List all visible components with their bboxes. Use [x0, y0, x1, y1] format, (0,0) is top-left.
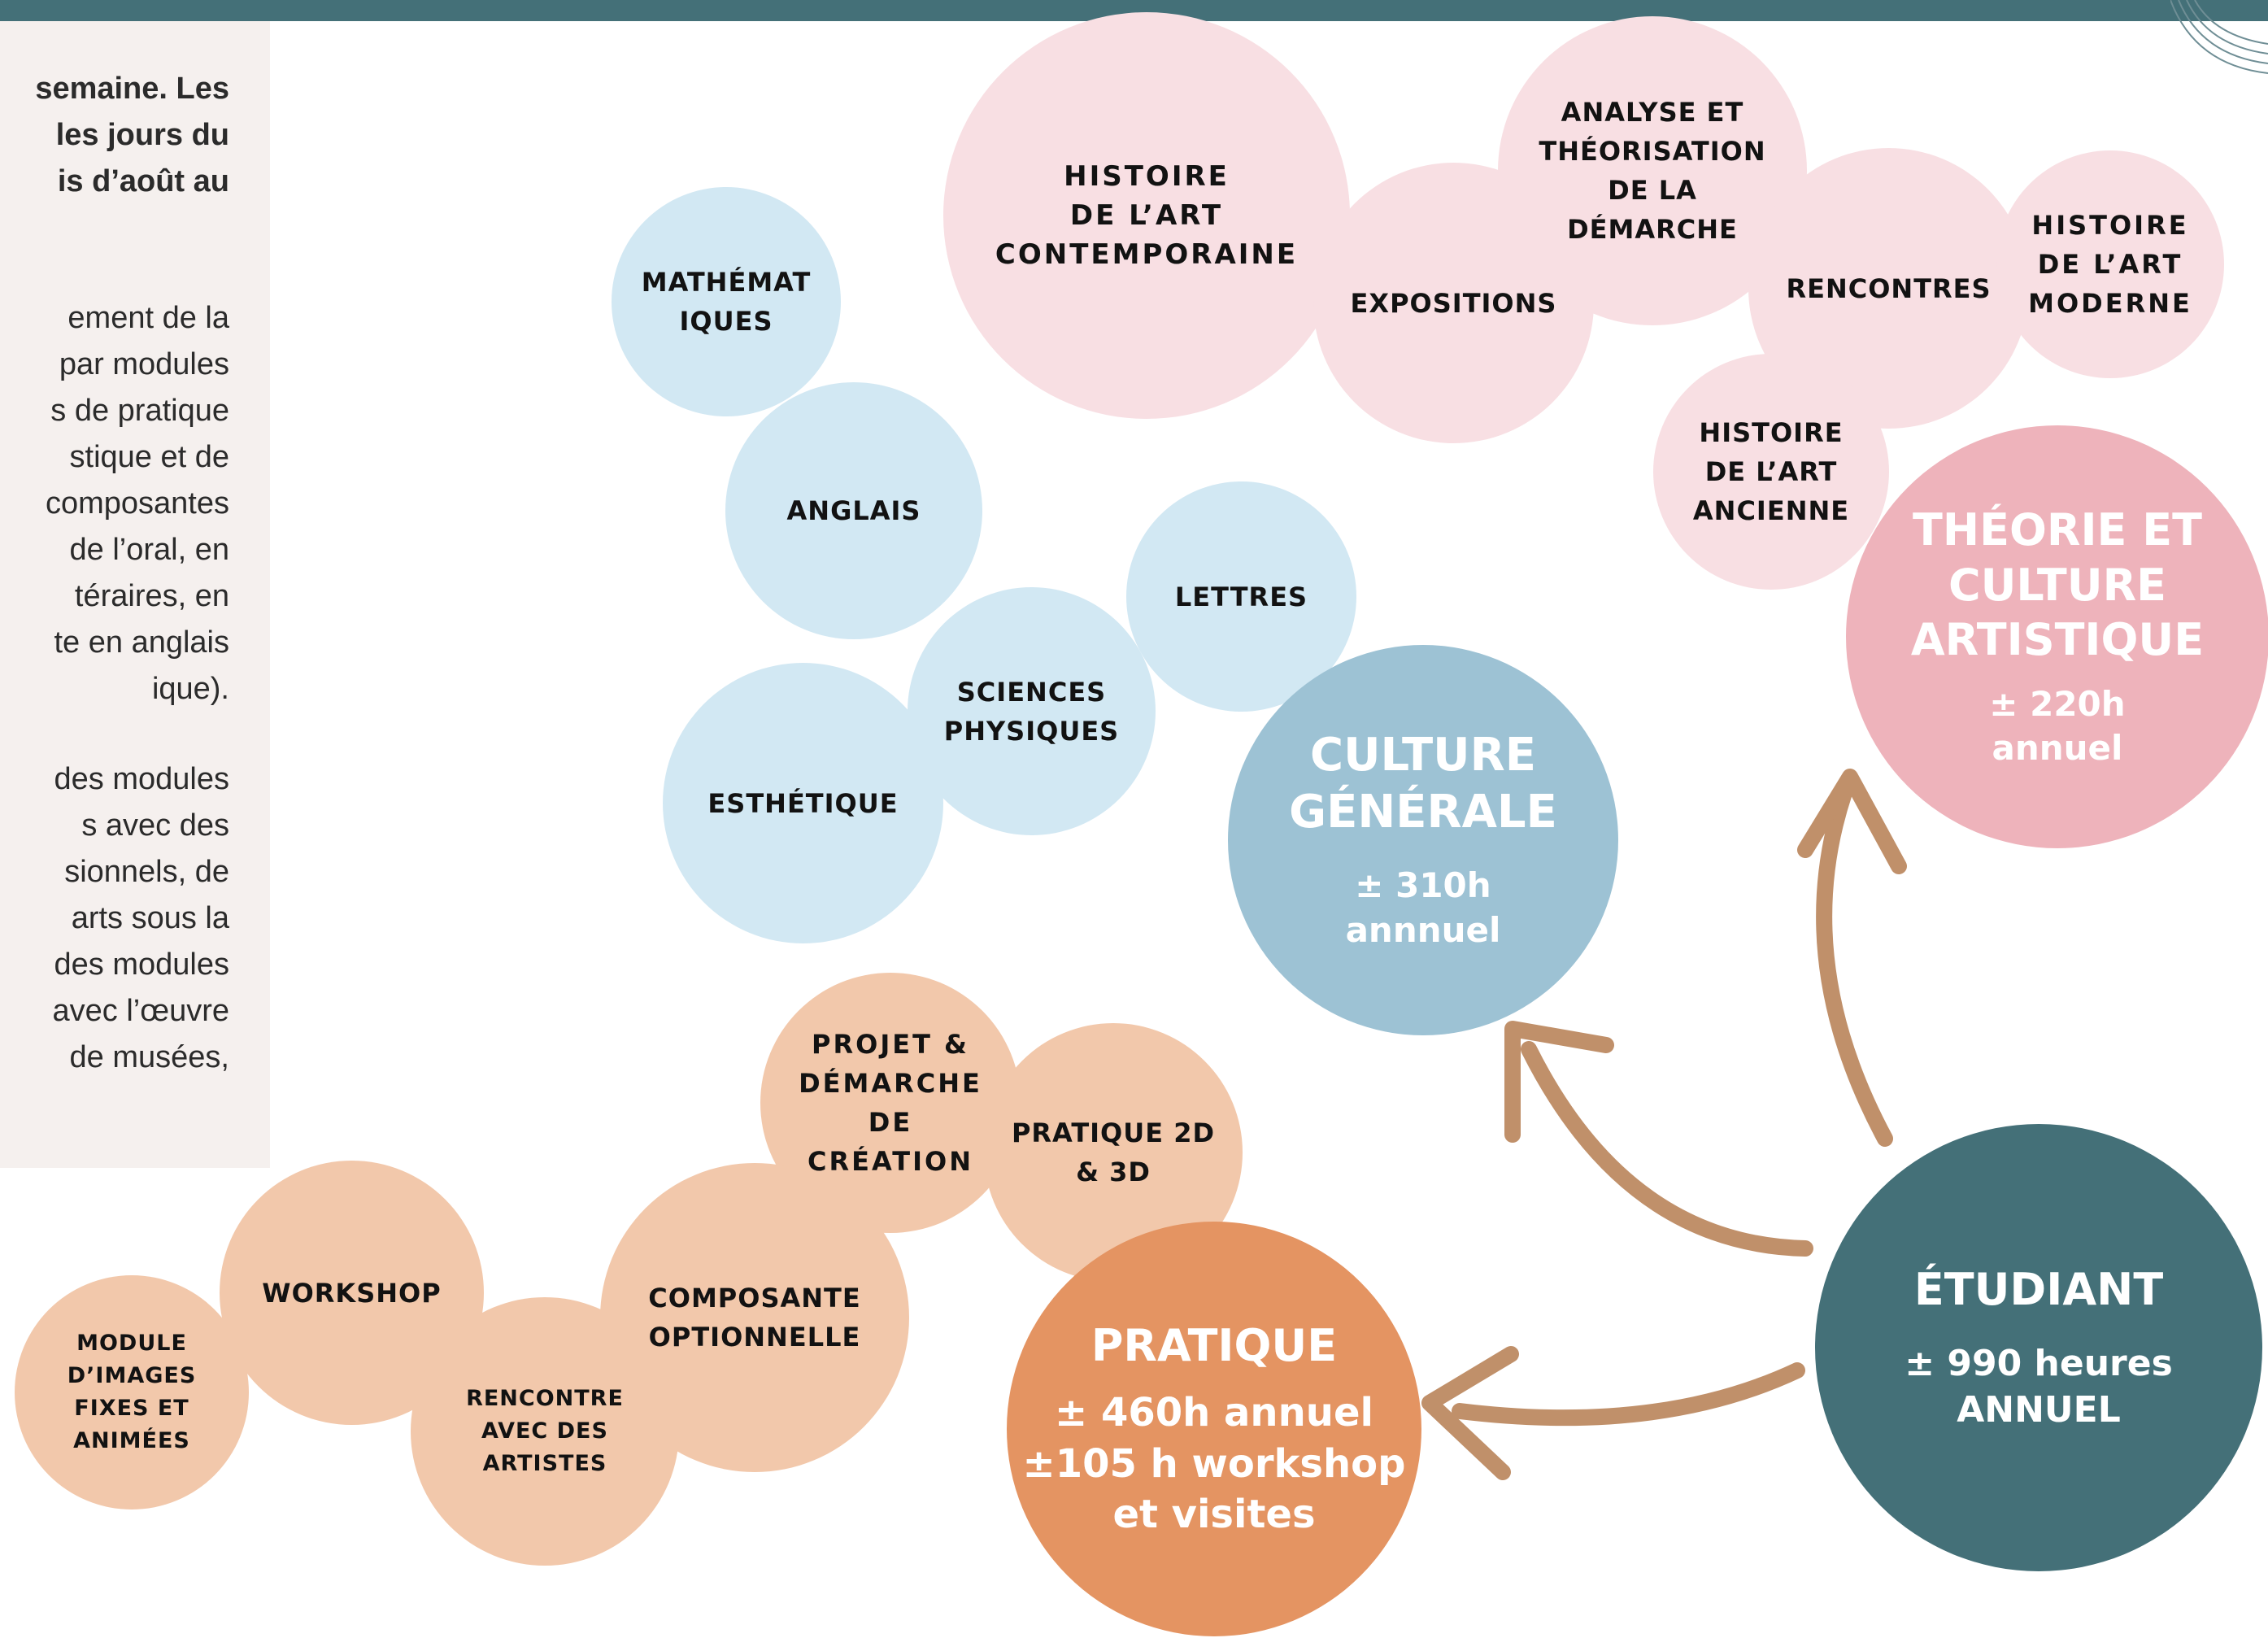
hub-culture-title: CULTURE GÉNÉRALE: [1289, 729, 1557, 839]
bubble-histoire-art-ancienne: HISTOIRE DE L’ART ANCIENNE: [1653, 354, 1889, 590]
arrow-to-theory-head: [1797, 769, 1907, 874]
side-text-line: de l’oral, en: [69, 533, 229, 567]
side-text-line: semaine. Les: [35, 72, 229, 106]
side-text-line: ement de la: [67, 301, 229, 335]
hub-practice-title: PRATIQUE: [1090, 1319, 1338, 1371]
side-text-line: te en anglais: [54, 625, 230, 660]
bubble-mathematiques: MATHÉMAT IQUES: [612, 187, 841, 416]
arrow-to-practice: [1452, 1362, 1805, 1427]
hub-pratique: PRATIQUE ± 460h annuel ±105 h workshop e…: [1007, 1222, 1421, 1636]
hub-etudiant: ÉTUDIANT ± 990 heures ANNUEL: [1815, 1124, 2262, 1571]
side-text-line: s avec des: [81, 808, 229, 843]
side-text-line: ique).: [151, 672, 229, 706]
hub-student-title: ÉTUDIANT: [1913, 1264, 2164, 1316]
arrow-to-theory: [1816, 785, 1893, 1147]
bubble-sciences-physiques: SCIENCES PHYSIQUES: [908, 587, 1156, 835]
side-text-line: des modules: [54, 948, 229, 982]
side-text-line: par modules: [59, 347, 229, 381]
side-text-line: arts sous la: [71, 901, 229, 935]
bubble-histoire-art-moderne: HISTOIRE DE L’ART MODERNE: [1996, 150, 2224, 378]
side-text-line: sionnels, de: [64, 855, 229, 889]
side-text-line: is d’août au: [57, 164, 229, 198]
corner-arcs-decoration: [2170, 0, 2268, 74]
side-text-line: s de pratique: [50, 394, 229, 428]
arrow-to-practice-head: [1421, 1346, 1519, 1480]
bubble-module-images-fixes-animees: MODULE D’IMAGES FIXES ET ANIMÉES: [15, 1275, 249, 1509]
hub-student-hours: ± 990 heures ANNUEL: [1905, 1342, 2173, 1431]
bubble-rencontre-artistes: RENCONTRE AVEC DES ARTISTES: [411, 1297, 679, 1566]
side-panel: semaine. Les les jours du is d’août au e…: [0, 21, 270, 1168]
arrow-to-culture: [1521, 1041, 1813, 1257]
hub-theory-hours: ± 220h annuel: [1989, 683, 2126, 769]
bubble-esthetique: ESTHÉTIQUE: [663, 663, 943, 943]
side-text-line: avec l’œuvre: [52, 994, 230, 1028]
bubble-anglais: ANGLAIS: [725, 382, 982, 639]
hub-culture-hours: ± 310h annnuel: [1345, 865, 1501, 950]
side-text-line: les jours du: [55, 118, 229, 152]
side-text-line: de musées,: [69, 1040, 229, 1074]
hub-culture-generale: CULTURE GÉNÉRALE ± 310h annnuel: [1228, 645, 1618, 1035]
side-text-line: des modules: [54, 762, 229, 796]
hub-practice-hours: ± 460h annuel ±105 h workshop et visites: [1022, 1390, 1406, 1537]
arrow-to-culture-head: [1504, 1021, 1614, 1143]
bubble-histoire-art-contemporaine: HISTOIRE DE L’ART CONTEMPORAINE: [943, 12, 1350, 419]
side-text-line: stique et de: [69, 440, 229, 474]
side-text-line: téraires, en: [74, 579, 229, 613]
bubble-lettres: LETTRES: [1126, 481, 1356, 712]
hub-theorie-culture-artistique: THÉORIE ET CULTURE ARTISTIQUE ± 220h ann…: [1846, 425, 2268, 848]
hub-theory-title: THÉORIE ET CULTURE ARTISTIQUE: [1910, 504, 2205, 666]
side-text-line: composantes: [45, 486, 229, 521]
